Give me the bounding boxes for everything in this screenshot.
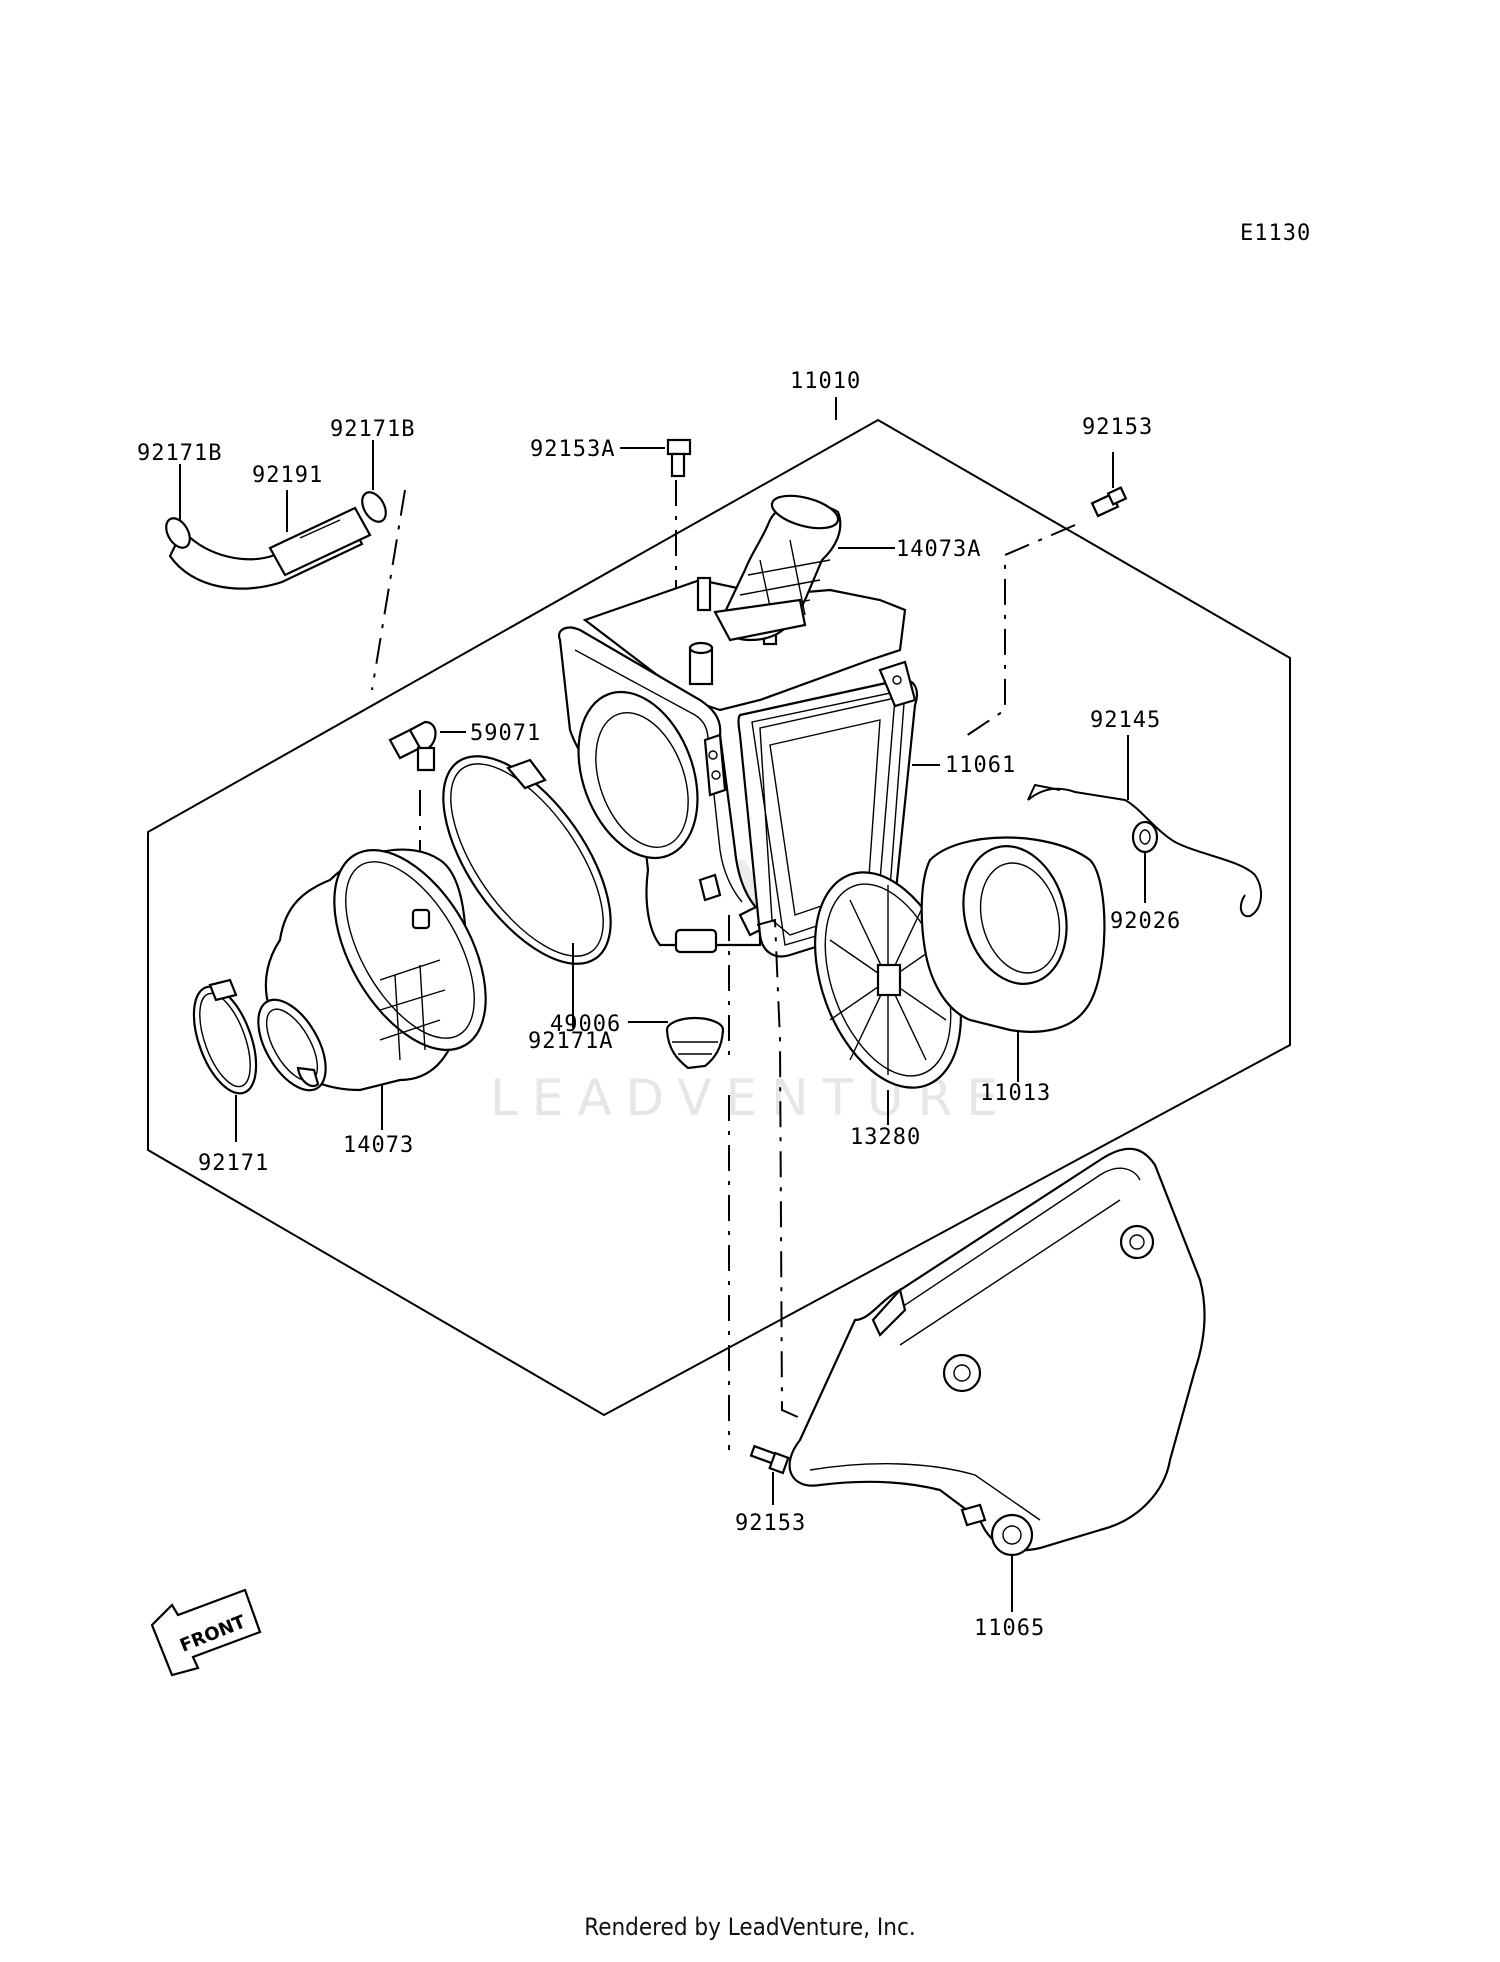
air-box-11010 [558,576,907,954]
wire-92145-hook [1027,783,1061,801]
label-11013: 11013 [980,1081,1051,1106]
label-13280: 13280 [850,1125,921,1150]
wire-92145 [1027,787,1262,918]
bolt-92153-bottom [749,1444,790,1475]
label-92153-top: 92153 [1082,415,1153,440]
label-92171A: 92171A [528,1029,613,1054]
label-92171B-right: 92171B [330,417,415,442]
cover-11065 [788,1147,1206,1557]
front-direction-arrow: FRONT [150,1588,262,1677]
duct-14073 [257,848,487,1092]
label-11065: 11065 [974,1616,1045,1641]
label-14073: 14073 [343,1133,414,1158]
clamp-92171A [442,755,612,965]
diagram-code: E1130 [1240,221,1311,246]
breather-hose-92191 [168,506,372,590]
label-14073A: 14073A [896,537,981,562]
bolt-92153-top [1090,486,1128,518]
label-92171: 92171 [198,1151,269,1176]
dashed-guide-92153-top [959,524,1076,741]
clamp-92171B-left [165,517,191,549]
label-92191: 92191 [252,463,323,488]
label-92145: 92145 [1090,708,1161,733]
washer-92026 [1131,820,1159,854]
boot-14073A [713,494,842,642]
dashed-guide-cover [756,918,801,1419]
label-92171B-left: 92171B [137,441,222,466]
fitting-59071 [388,720,437,772]
clamp-92171 [192,978,258,1095]
label-92153-bottom: 92153 [735,1511,806,1536]
dashed-guide-hose [371,489,406,691]
clamp-92171B-right [361,491,387,523]
element-11013 [920,836,1106,1033]
assembly-outline [147,418,1291,1417]
label-11010: 11010 [790,369,861,394]
label-59071: 59071 [470,721,541,746]
label-11061: 11061 [945,753,1016,778]
label-49006: 49006 [550,1012,621,1037]
bolt-92153A [666,438,692,478]
label-92153A: 92153A [530,437,615,462]
label-92026: 92026 [1110,909,1181,934]
footer-credit: Rendered by LeadVenture, Inc. [584,1913,916,1941]
drain-49006 [665,1016,725,1070]
